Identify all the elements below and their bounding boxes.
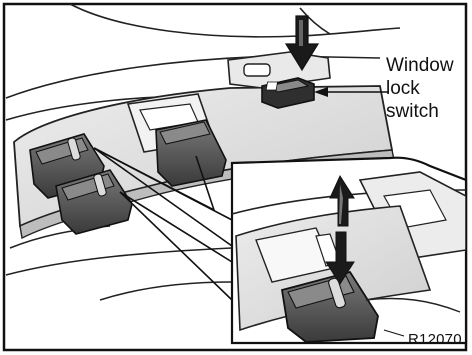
figure-reference-code: R12070 — [408, 331, 462, 348]
housing-slot — [244, 64, 270, 76]
detail-inset — [232, 158, 466, 343]
callout-line-2: lock — [386, 77, 470, 100]
window-lock-switch-callout: Window lock switch — [386, 54, 470, 123]
callout-line-3: switch — [386, 100, 470, 123]
callout-line-1: Window — [386, 54, 470, 77]
